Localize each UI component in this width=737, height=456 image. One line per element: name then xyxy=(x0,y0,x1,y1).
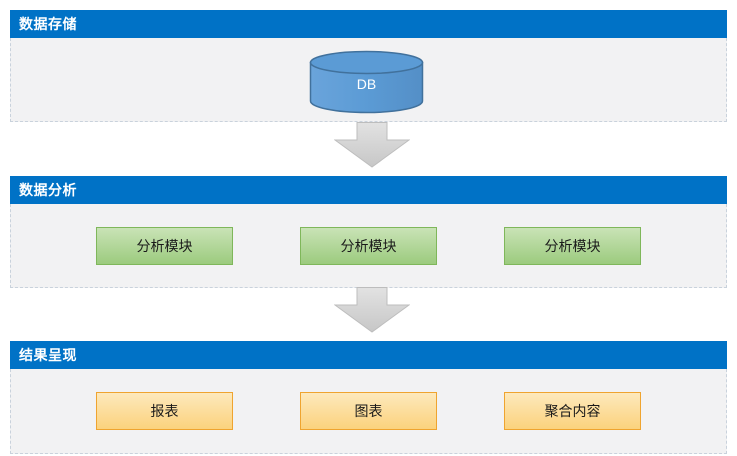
aggregated-content-node: 聚合内容 xyxy=(504,392,641,430)
section-title-results: 结果呈现 xyxy=(10,341,727,369)
analysis-module-label: 分析模块 xyxy=(136,237,193,254)
aggregated-content-node-label: 聚合内容 xyxy=(544,403,601,419)
down-arrow-icon xyxy=(333,122,411,168)
analysis-module-label: 分析模块 xyxy=(340,237,397,254)
chart-node-label: 图表 xyxy=(354,403,383,419)
analysis-module-node: 分析模块 xyxy=(300,226,437,265)
analysis-module-label: 分析模块 xyxy=(544,237,601,254)
analysis-module-node: 分析模块 xyxy=(504,226,641,265)
section-title-data-storage: 数据存储 xyxy=(10,10,727,38)
report-node-label: 报表 xyxy=(150,403,179,419)
section-title-data-analysis: 数据分析 xyxy=(10,176,727,204)
section-body-data-storage: DB xyxy=(10,38,727,122)
database-cylinder-icon: DB xyxy=(309,50,424,114)
analysis-module-node: 分析模块 xyxy=(96,226,233,265)
section-data-storage: 数据存储 DB xyxy=(10,10,727,122)
down-arrow-icon xyxy=(333,287,411,333)
section-body-results: 报表 图表 聚合内容 xyxy=(10,369,727,454)
report-node: 报表 xyxy=(96,392,233,430)
section-body-data-analysis: 分析模块 分析模块 分析模块 xyxy=(10,204,727,288)
db-label: DB xyxy=(356,76,377,92)
chart-node: 图表 xyxy=(300,392,437,430)
section-data-analysis: 数据分析 分析模块 分析模块 分析模块 xyxy=(10,176,727,288)
section-results: 结果呈现 报表 图表 聚合内容 xyxy=(10,341,727,454)
